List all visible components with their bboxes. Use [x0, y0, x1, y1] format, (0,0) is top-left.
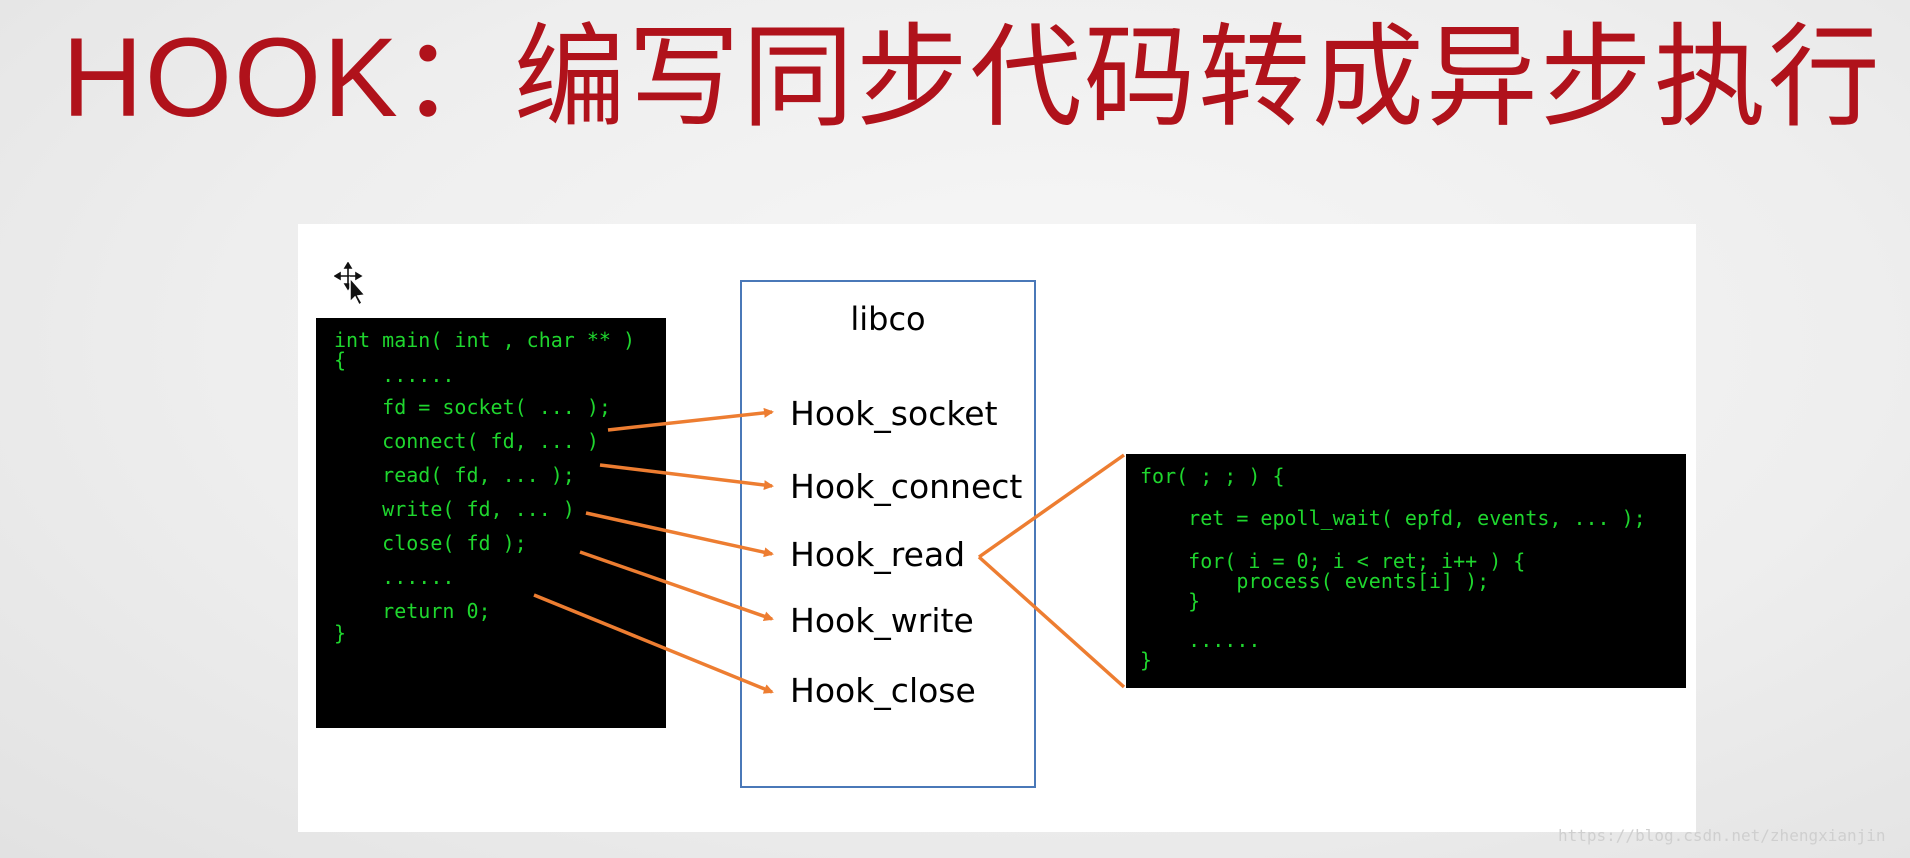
code-line: process( events[i] ); — [1140, 569, 1490, 593]
code-line: ret = epoll_wait( epfd, events, ... ); — [1140, 506, 1646, 530]
code-line: } — [1140, 648, 1153, 672]
hook-close-label: Hook_close — [790, 671, 976, 710]
move-cursor-icon — [334, 262, 367, 306]
slide-title: HOOK：编写同步代码转成异步执行 — [62, 15, 1882, 140]
arrow-close — [533, 593, 774, 694]
watermark: https://blog.csdn.net/zhengxianjin — [1558, 826, 1886, 845]
hook-connect-label: Hook_connect — [790, 467, 1023, 506]
arrow-read — [585, 511, 774, 558]
code-line: ...... — [334, 565, 455, 589]
code-line: close( fd ); — [334, 531, 527, 555]
libco-box: libco Hook_socket Hook_connect Hook_read… — [740, 280, 1036, 788]
code-line: ...... — [334, 363, 455, 387]
hook-socket-label: Hook_socket — [790, 394, 998, 433]
code-line: { — [334, 348, 347, 372]
code-line: write( fd, ... ) — [334, 497, 575, 521]
code-line: return 0; — [334, 599, 491, 623]
event-loop-code-panel: for( ; ; ) { ret = epoll_wait( epfd, eve… — [1126, 454, 1686, 688]
code-line: connect( fd, ... ) — [334, 429, 599, 453]
diagram-canvas: int main( int , char ** ) { ...... fd = … — [298, 224, 1696, 832]
code-line: fd = socket( ... ); — [334, 395, 611, 419]
code-line: for( ; ; ) { — [1140, 464, 1285, 488]
expand-line-top — [977, 453, 1126, 559]
app-code-panel: int main( int , char ** ) { ...... fd = … — [316, 318, 666, 728]
libco-title: libco — [850, 300, 926, 338]
hook-write-label: Hook_write — [790, 601, 974, 640]
hook-read-label: Hook_read — [790, 535, 966, 574]
arrow-write — [579, 550, 774, 622]
code-line: int main( int , char ** ) — [334, 328, 636, 352]
code-line: for( i = 0; i < ret; i++ ) { — [1140, 549, 1526, 573]
arrow-socket — [607, 407, 774, 432]
code-line: read( fd, ... ); — [334, 463, 575, 487]
code-line: ...... — [1140, 628, 1261, 652]
arrow-connect — [599, 463, 774, 490]
expand-line-bottom — [977, 555, 1126, 689]
code-line: } — [334, 621, 347, 645]
code-line: } — [1140, 589, 1201, 613]
connector-arrows — [533, 407, 1126, 694]
